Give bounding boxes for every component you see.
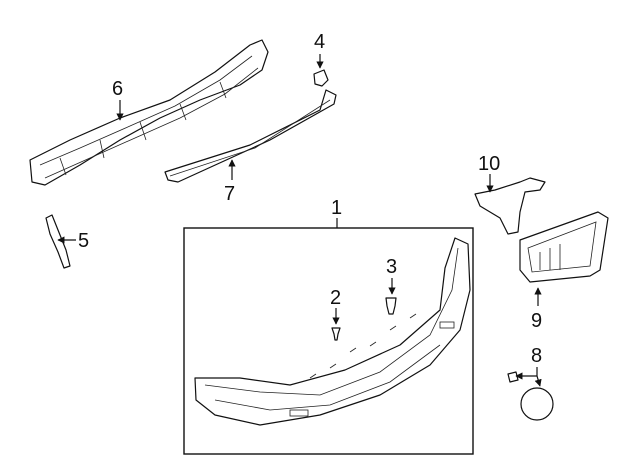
retainer-part[interactable] — [331, 327, 341, 341]
svg-text:5: 5 — [78, 230, 89, 252]
svg-text:2: 2 — [330, 287, 341, 309]
svg-text:1: 1 — [331, 197, 342, 219]
svg-text:4: 4 — [314, 31, 325, 53]
callout-6: 6 — [112, 78, 124, 121]
svg-text:10: 10 — [478, 153, 500, 175]
svg-text:8: 8 — [531, 345, 542, 367]
push-pin-part[interactable] — [385, 297, 397, 315]
mounting-bracket-part[interactable] — [474, 177, 546, 235]
bumper-cover-part[interactable] — [194, 237, 471, 426]
callout-4: 4 — [314, 31, 325, 69]
energy-absorber-part[interactable] — [29, 39, 269, 186]
side-bracket-part[interactable] — [45, 214, 71, 269]
svg-text:3: 3 — [386, 256, 397, 278]
callout-5: 5 — [57, 230, 89, 252]
callout-1: 1 — [331, 197, 342, 228]
clip-part[interactable] — [313, 69, 329, 87]
callout-10: 10 — [478, 153, 500, 193]
svg-text:6: 6 — [112, 78, 123, 100]
vent-grille-part[interactable] — [519, 211, 609, 283]
svg-text:9: 9 — [531, 310, 542, 332]
callout-7: 7 — [224, 159, 236, 205]
svg-text:7: 7 — [224, 183, 235, 205]
callout-8: 8 — [515, 345, 542, 387]
step-pad-part[interactable] — [164, 89, 337, 183]
callout-3: 3 — [386, 256, 397, 295]
callout-2: 2 — [330, 287, 341, 325]
tow-hook-cap-part[interactable] — [507, 371, 554, 421]
bumper-cover-group-box — [183, 227, 474, 455]
callout-9: 9 — [531, 287, 542, 332]
